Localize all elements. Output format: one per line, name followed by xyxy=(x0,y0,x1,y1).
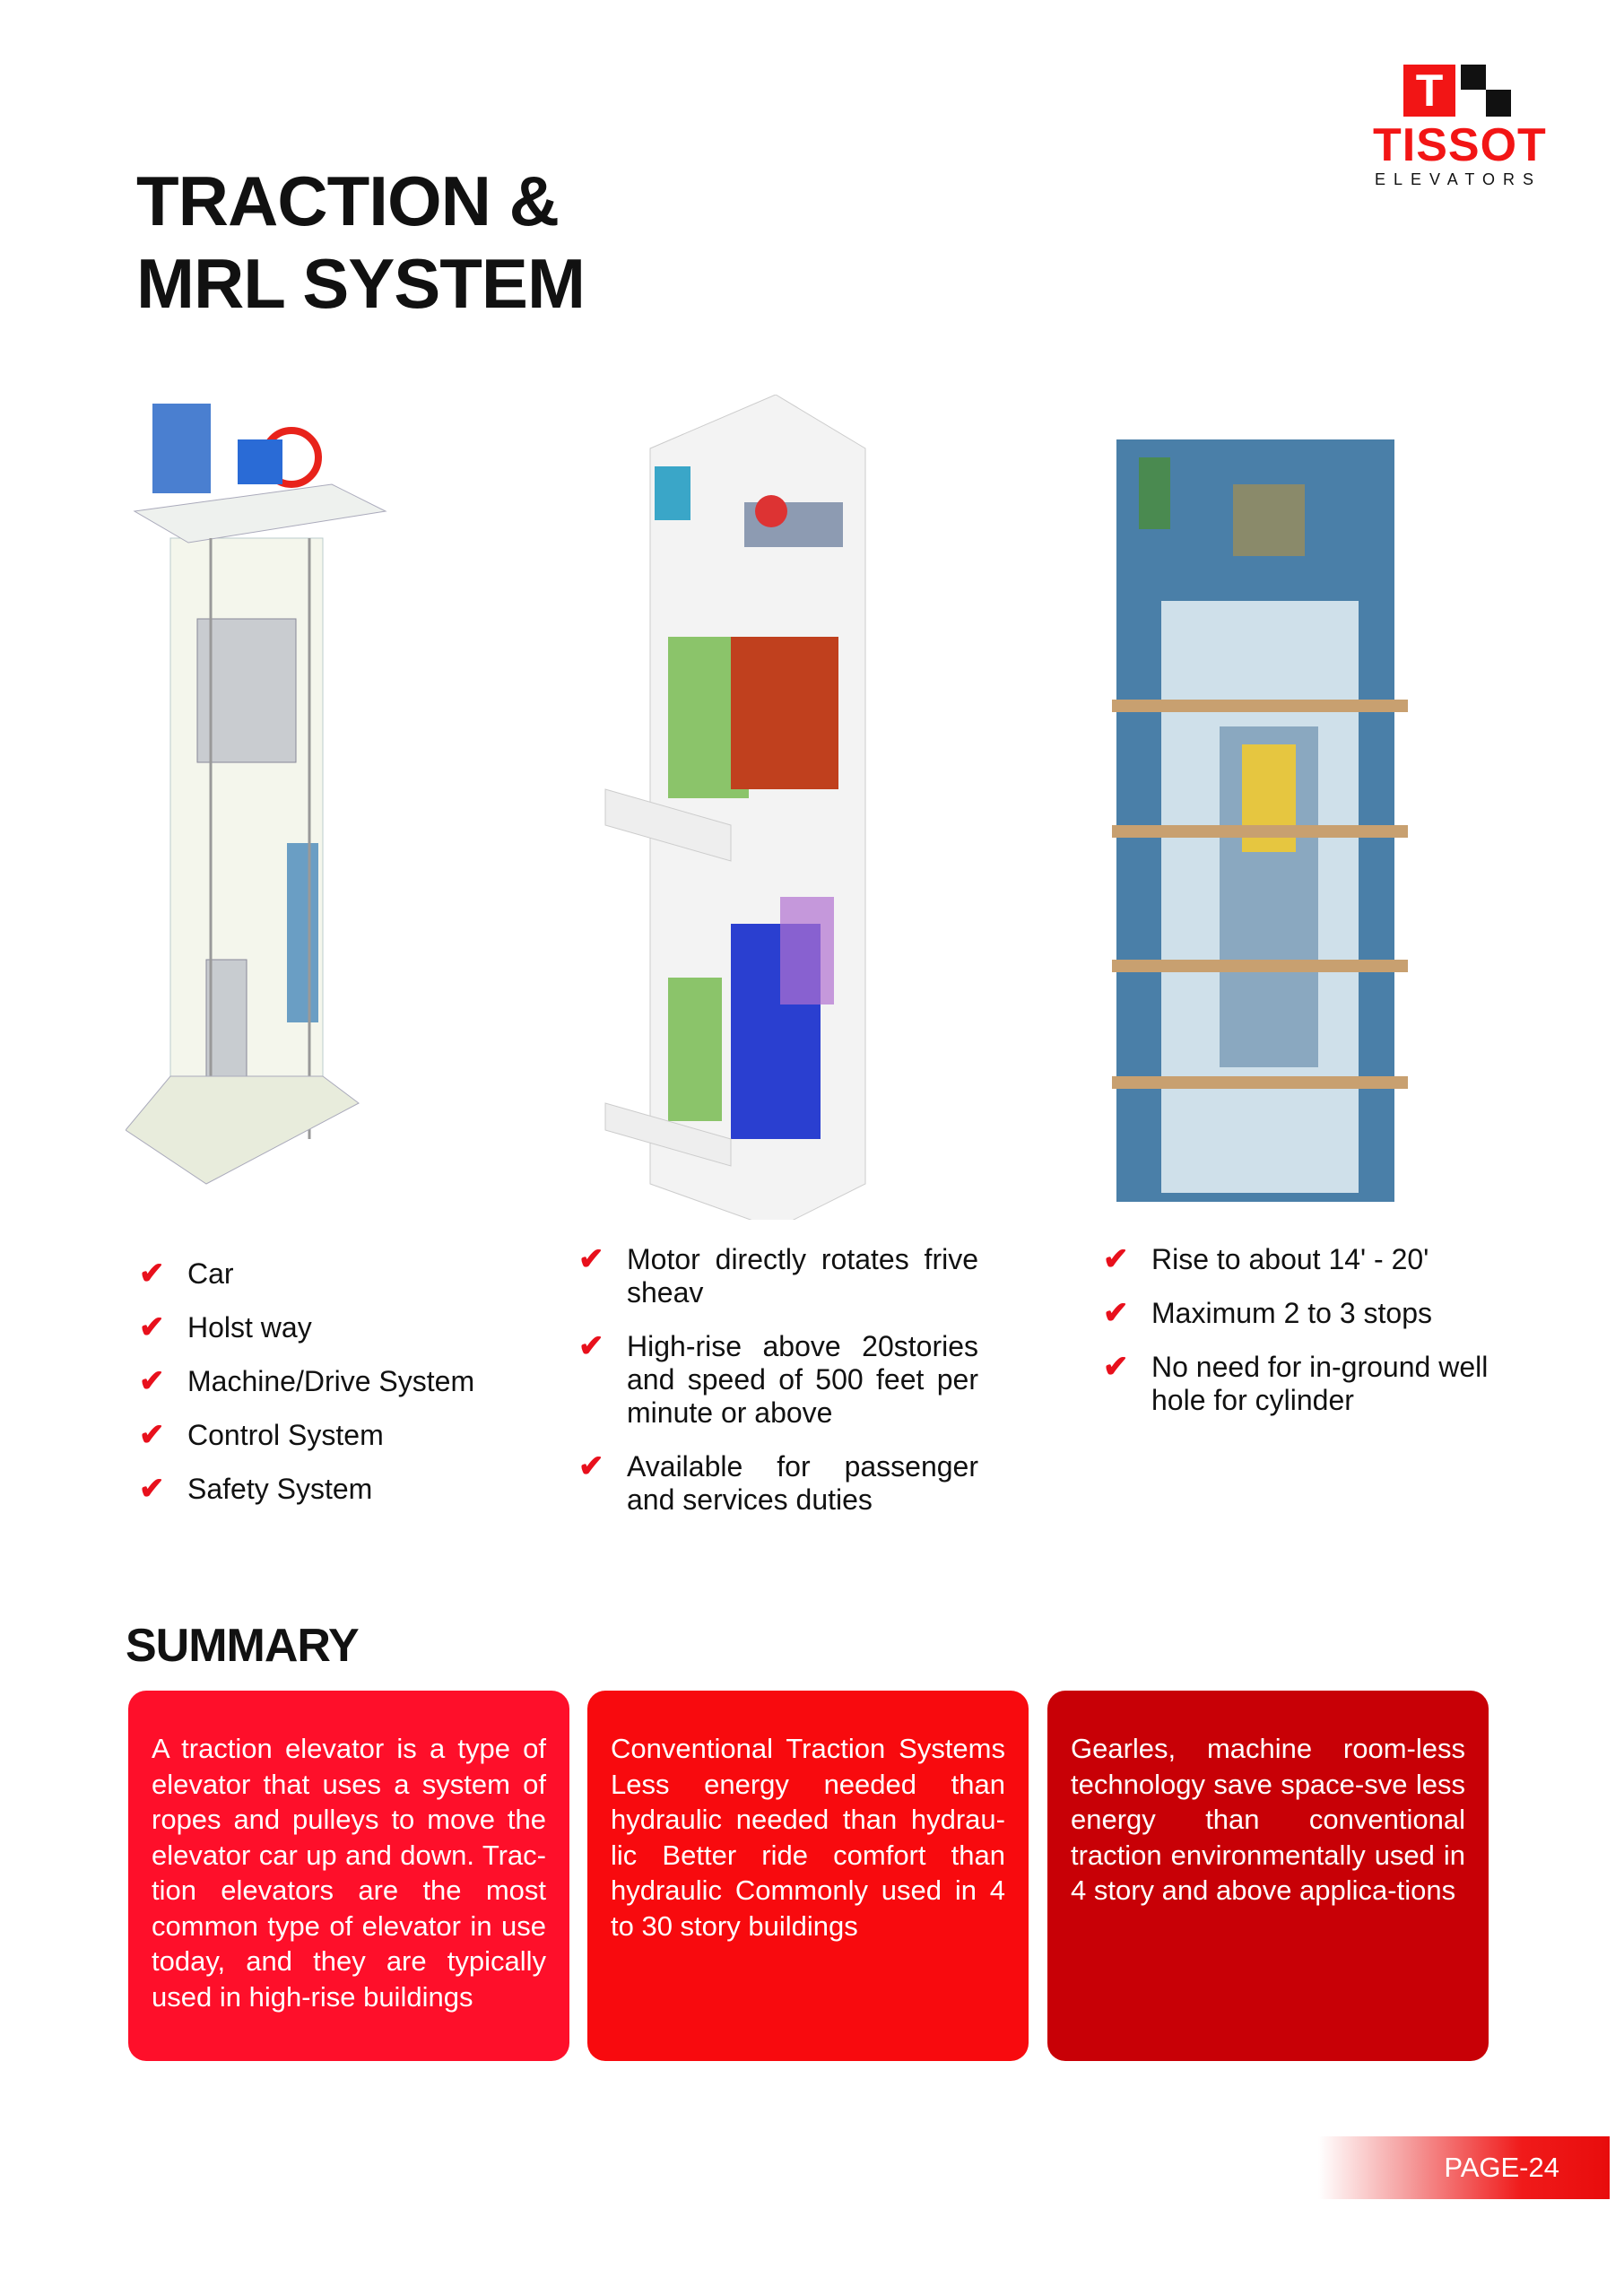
logo-square xyxy=(1461,65,1486,90)
check-icon: ✔ xyxy=(139,1364,165,1398)
list-item: ✔ Motor directly rotates frive sheav xyxy=(578,1243,978,1309)
list-item: ✔ No need for in-ground well hole for cyl… xyxy=(1103,1351,1498,1417)
check-icon: ✔ xyxy=(139,1472,165,1506)
list-item: ✔ High-rise above 20stories and speed of … xyxy=(578,1330,978,1430)
list-item: ✔ Holst way xyxy=(139,1311,516,1344)
title-line: MRL SYSTEM xyxy=(136,244,586,323)
list-item-text: Safety System xyxy=(187,1473,373,1505)
summary-card-conventional: Conventional Traction Systems Less energ… xyxy=(587,1691,1029,2061)
list-item: ✔ Maximum 2 to 3 stops xyxy=(1103,1297,1498,1330)
list-item-text: High-rise above 20stories and speed of 5… xyxy=(627,1330,978,1429)
check-icon: ✔ xyxy=(1103,1350,1129,1384)
check-icon: ✔ xyxy=(578,1242,604,1276)
list-item-text: Maximum 2 to 3 stops xyxy=(1151,1297,1432,1329)
feature-list-1: ✔ Car ✔ Holst way ✔ Machine/Drive System ✔ C… xyxy=(139,1257,516,1526)
list-item: ✔ Safety System xyxy=(139,1473,516,1506)
list-item: ✔ Car xyxy=(139,1257,516,1291)
summary-card-gearless: Gearles, machine room-less technology sa… xyxy=(1047,1691,1489,2061)
brand-logo: T TISSOT ELEVATORS xyxy=(1368,61,1547,196)
brand-subtitle: ELEVATORS xyxy=(1375,170,1542,188)
list-item-text: Machine/Drive System xyxy=(187,1365,475,1397)
list-item-text: Available for passenger and services dut… xyxy=(627,1450,978,1516)
feature-list-3: ✔ Rise to about 14' - 20' ✔ Maximum 2 to 3… xyxy=(1103,1243,1498,1438)
title-line: TRACTION & xyxy=(136,161,560,240)
list-item: ✔ Machine/Drive System xyxy=(139,1365,516,1398)
list-item: ✔ Available for passenger and services du… xyxy=(578,1450,978,1517)
mrl-shaft-illustration xyxy=(1112,439,1408,1202)
list-item-text: Holst way xyxy=(187,1311,312,1344)
check-icon: ✔ xyxy=(578,1449,604,1483)
list-item: ✔ Control System xyxy=(139,1419,516,1452)
check-icon: ✔ xyxy=(139,1418,165,1452)
list-item-text: No need for in-ground well hole for cyli… xyxy=(1151,1351,1489,1416)
feature-list-2: ✔ Motor directly rotates frive sheav ✔ Hig… xyxy=(578,1243,978,1537)
list-item: ✔ Rise to about 14' - 20' xyxy=(1103,1243,1498,1276)
logo-square xyxy=(1486,90,1511,117)
traction-elevator-illustration xyxy=(126,404,387,1185)
page-number: PAGE-24 xyxy=(1318,2136,1610,2199)
check-icon: ✔ xyxy=(578,1329,604,1363)
summary-heading: SUMMARY xyxy=(126,1620,360,1672)
brand-name: TISSOT xyxy=(1373,119,1547,171)
list-item-text: Rise to about 14' - 20' xyxy=(1151,1243,1429,1275)
summary-card-traction: A traction elevator is a type of elevato… xyxy=(128,1691,569,2061)
mrl-elevator-illustration xyxy=(604,395,866,1220)
list-item-text: Car xyxy=(187,1257,234,1290)
check-icon: ✔ xyxy=(1103,1242,1129,1276)
check-icon: ✔ xyxy=(139,1310,165,1344)
list-item-text: Motor directly rotates frive sheav xyxy=(627,1243,978,1309)
check-icon: ✔ xyxy=(139,1257,165,1291)
list-item-text: Control System xyxy=(187,1419,384,1451)
check-icon: ✔ xyxy=(1103,1296,1129,1330)
page-title: TRACTION & MRL SYSTEM xyxy=(136,160,586,325)
logo-mark: T xyxy=(1403,65,1455,117)
